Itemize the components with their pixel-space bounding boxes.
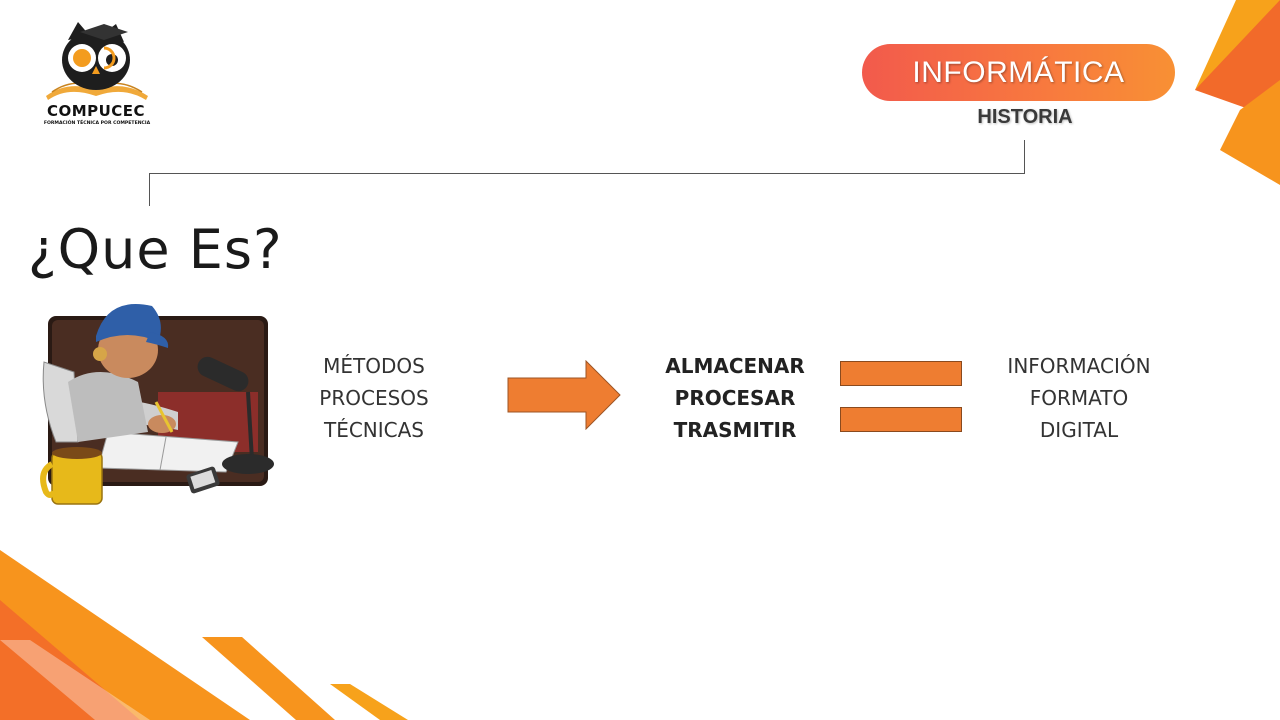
section-title: INFORMÁTICA xyxy=(912,55,1125,89)
right-arrow-icon xyxy=(507,360,621,430)
input-item: MÉTODOS xyxy=(323,354,425,378)
result-item: FORMATO xyxy=(1029,386,1129,410)
action-item: PROCESAR xyxy=(674,386,796,410)
connector-horizontal xyxy=(149,173,1025,174)
action-item: TRASMITIR xyxy=(673,418,797,442)
inputs-list: MÉTODOS PROCESOS TÉCNICAS xyxy=(296,350,452,446)
section-title-pill: INFORMÁTICA xyxy=(862,44,1175,101)
action-item: ALMACENAR xyxy=(665,354,805,378)
input-item: PROCESOS xyxy=(319,386,429,410)
compucec-logo: COMPUCEC FORMACIÓN TÉCNICA POR COMPETENC… xyxy=(38,18,156,130)
connector-vertical-right xyxy=(1024,140,1025,174)
student-studying-illustration xyxy=(38,292,278,512)
results-list: INFORMACIÓN FORMATO DIGITAL xyxy=(980,350,1178,446)
brand-tagline: FORMACIÓN TÉCNICA POR COMPETENCIA xyxy=(43,121,151,126)
connector-vertical-left xyxy=(149,173,150,206)
page-heading: ¿Que Es? xyxy=(28,218,283,281)
actions-list: ALMACENAR PROCESAR TRASMITIR xyxy=(650,350,820,446)
result-item: DIGITAL xyxy=(1039,418,1119,442)
result-item: INFORMACIÓN xyxy=(1007,354,1151,378)
equals-icon-top-bar xyxy=(840,361,962,386)
equals-icon-bottom-bar xyxy=(840,407,962,432)
section-subtitle: HISTORIA xyxy=(977,106,1073,128)
input-item: TÉCNICAS xyxy=(323,418,425,442)
owl-graduate-logo-icon xyxy=(46,22,148,100)
brand-name: COMPUCEC xyxy=(46,102,146,120)
